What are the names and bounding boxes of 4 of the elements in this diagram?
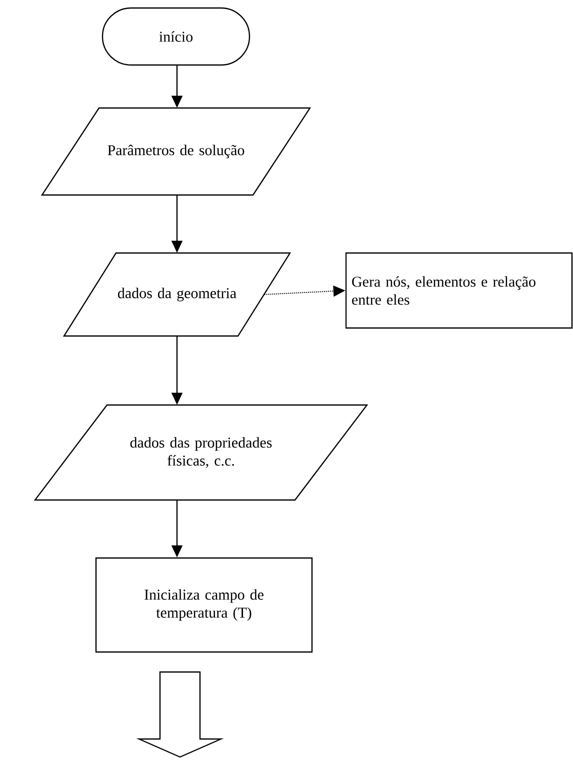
- block-arrow: [136, 671, 224, 758]
- process-box: Inicializa campo de temperatura (T): [95, 557, 313, 653]
- process-box: Gera nós, elementos e relação entre eles: [345, 252, 573, 329]
- start-terminal: início: [102, 7, 250, 66]
